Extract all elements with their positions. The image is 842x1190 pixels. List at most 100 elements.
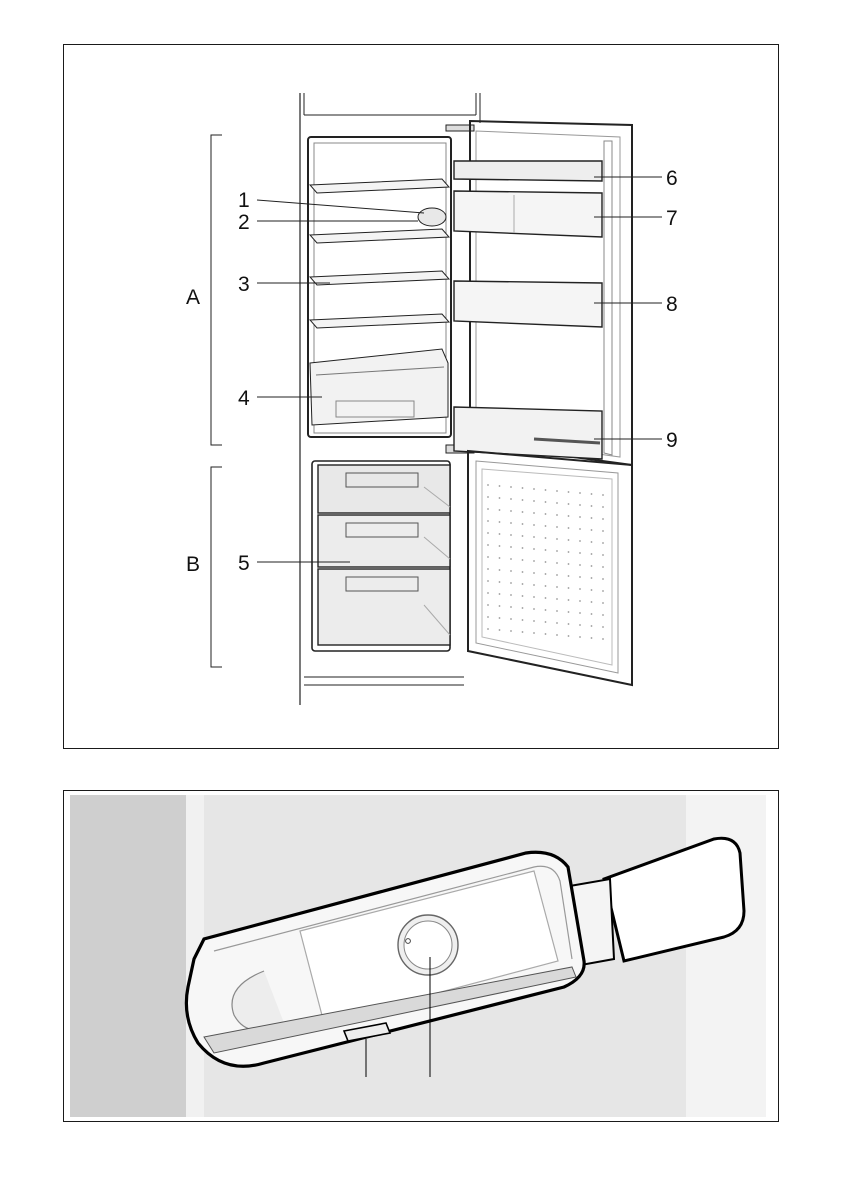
door-dot xyxy=(499,629,501,631)
door-dot xyxy=(579,636,581,638)
door-dot xyxy=(579,540,581,542)
door-dot xyxy=(602,554,604,556)
door-dot xyxy=(602,614,604,616)
door-dot xyxy=(545,525,547,527)
door-dot xyxy=(510,606,512,608)
door-dot xyxy=(487,508,489,510)
door-dot xyxy=(522,583,524,585)
door-dot xyxy=(602,626,604,628)
door-dot xyxy=(533,596,535,598)
callout-3: 3 xyxy=(238,273,250,296)
door-dot xyxy=(499,569,501,571)
door-dot xyxy=(522,571,524,573)
door-dot xyxy=(487,520,489,522)
door-dot xyxy=(510,558,512,560)
door-dot xyxy=(510,630,512,632)
door-dot xyxy=(556,490,558,492)
door-dot xyxy=(579,504,581,506)
door-dot xyxy=(568,611,570,613)
door-dot xyxy=(568,623,570,625)
door-dot xyxy=(545,489,547,491)
door-dot xyxy=(487,592,489,594)
door-dot xyxy=(510,522,512,524)
door-dot xyxy=(510,510,512,512)
door-dot xyxy=(568,515,570,517)
door-dot xyxy=(556,562,558,564)
door-dot xyxy=(510,534,512,536)
door-dot xyxy=(545,561,547,563)
door-dot xyxy=(591,637,593,639)
callout-6: 6 xyxy=(666,167,678,190)
door-dot xyxy=(545,573,547,575)
door-dot xyxy=(499,593,501,595)
door-dot xyxy=(579,564,581,566)
door-dot xyxy=(568,635,570,637)
door-dot xyxy=(533,572,535,574)
door-dot xyxy=(545,621,547,623)
door-dot xyxy=(487,604,489,606)
door-dot xyxy=(556,550,558,552)
door-dot xyxy=(556,622,558,624)
door-dot xyxy=(499,497,501,499)
door-dot xyxy=(533,548,535,550)
door-dot xyxy=(579,624,581,626)
door-dot xyxy=(591,529,593,531)
door-dot xyxy=(499,521,501,523)
door-dot xyxy=(579,516,581,518)
door-dot xyxy=(556,586,558,588)
door-dot xyxy=(533,500,535,502)
door-dot xyxy=(510,582,512,584)
door-dot xyxy=(556,514,558,516)
door-dot xyxy=(510,618,512,620)
door-dot xyxy=(591,493,593,495)
door-dot xyxy=(522,547,524,549)
door-dot xyxy=(510,486,512,488)
door-dot xyxy=(487,496,489,498)
section-label-b: B xyxy=(186,553,200,576)
door-dot xyxy=(499,485,501,487)
door-dot xyxy=(522,619,524,621)
door-dot xyxy=(568,575,570,577)
door-dot xyxy=(602,602,604,604)
door-dot xyxy=(533,488,535,490)
door-dot xyxy=(556,610,558,612)
door-dot xyxy=(568,551,570,553)
door-dot xyxy=(522,631,524,633)
door-dot xyxy=(602,494,604,496)
door-dot xyxy=(510,594,512,596)
door-dot xyxy=(499,557,501,559)
door-dot xyxy=(522,559,524,561)
door-dot xyxy=(591,589,593,591)
door-dot xyxy=(510,498,512,500)
door-dot xyxy=(522,535,524,537)
door-dot xyxy=(499,545,501,547)
door-dot xyxy=(602,578,604,580)
door-dot xyxy=(487,484,489,486)
door-dot xyxy=(591,553,593,555)
door-dot xyxy=(545,633,547,635)
freezer-door-dot-pattern xyxy=(487,484,604,640)
door-dot xyxy=(602,542,604,544)
callout-7: 7 xyxy=(666,207,678,230)
door-dot xyxy=(522,487,524,489)
door-dot xyxy=(533,608,535,610)
door-dot xyxy=(602,638,604,640)
door-dot xyxy=(499,617,501,619)
door-dot xyxy=(556,538,558,540)
door-dot xyxy=(545,513,547,515)
door-dot xyxy=(568,539,570,541)
door-dot xyxy=(545,549,547,551)
door-dot xyxy=(510,570,512,572)
door-dot xyxy=(591,541,593,543)
door-dot xyxy=(533,632,535,634)
door-dot xyxy=(487,544,489,546)
door-dot xyxy=(499,533,501,535)
door-dot xyxy=(591,517,593,519)
door-dot xyxy=(533,524,535,526)
door-dot xyxy=(579,600,581,602)
door-dot xyxy=(487,628,489,630)
door-dot xyxy=(510,546,512,548)
door-dot xyxy=(568,563,570,565)
door-dot xyxy=(487,556,489,558)
door-dot xyxy=(579,492,581,494)
